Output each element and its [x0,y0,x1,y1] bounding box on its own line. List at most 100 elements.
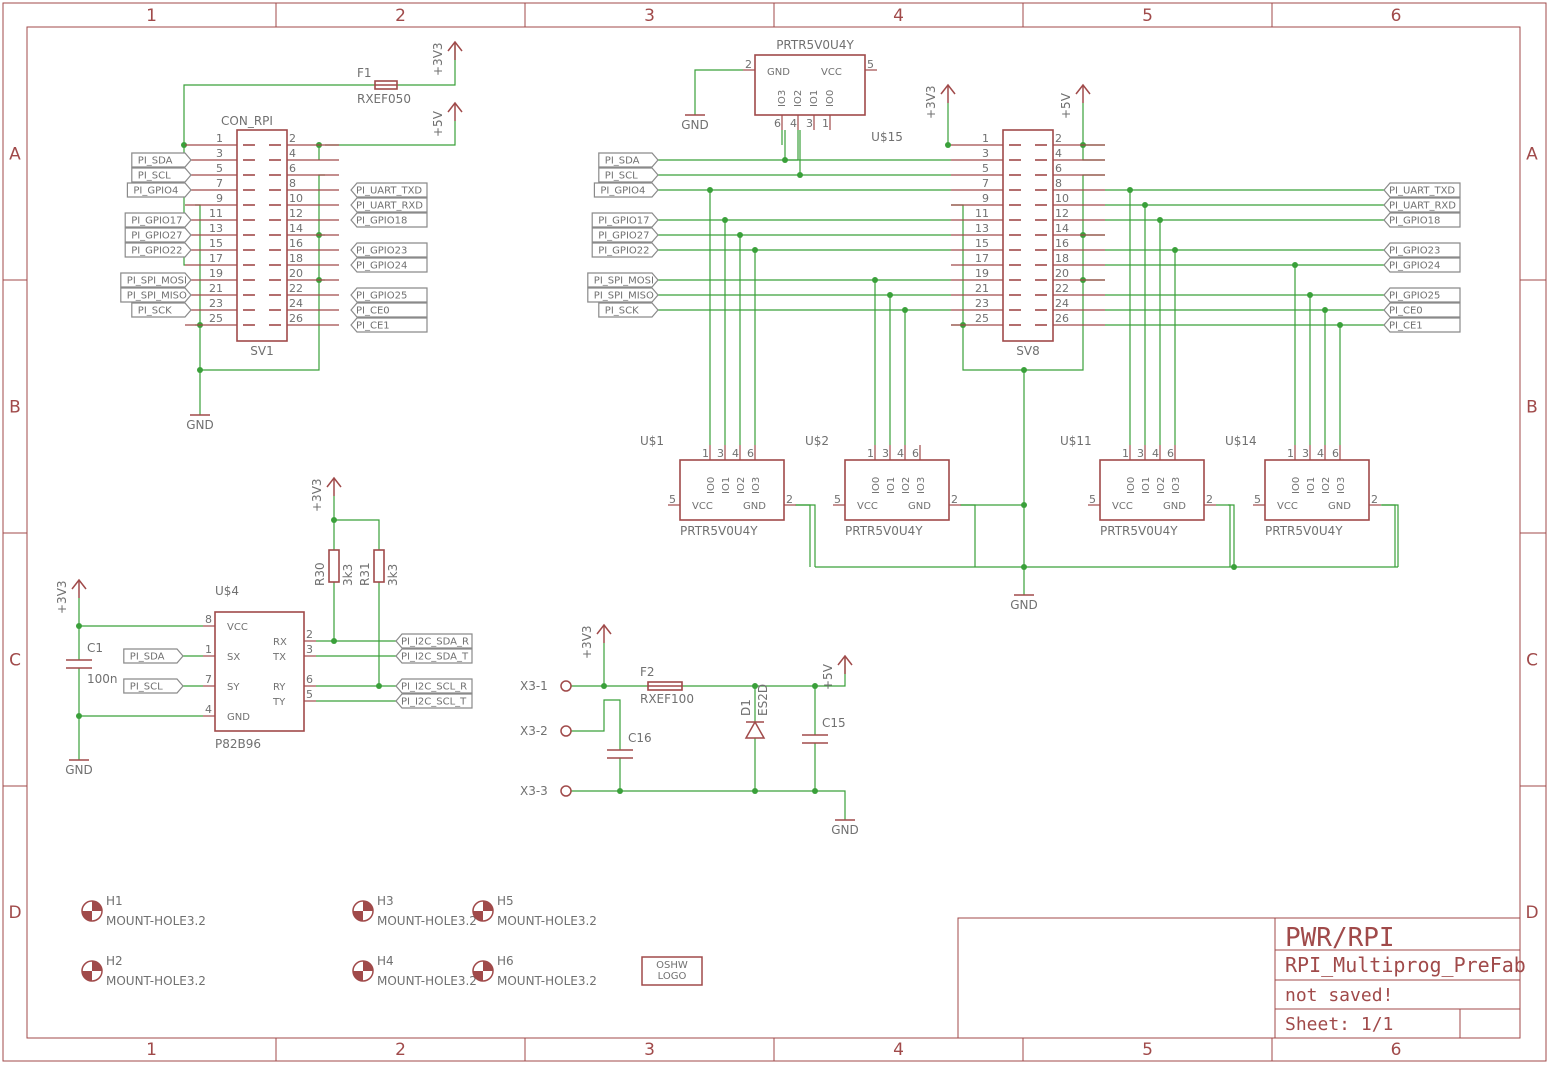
pin-number: 12 [1055,207,1069,220]
pin-number: 5 [982,162,989,175]
supply-name: +3V3 [310,478,324,512]
net-label-text: PI_GPIO18 [356,216,407,227]
part-value: MOUNT-HOLE3.2 [377,974,477,988]
pin-name: IO2 [793,90,804,107]
pin-name: IO2 [736,477,747,494]
pin-number: 13 [209,222,223,235]
junction-dot [1172,247,1178,253]
pin-number: 11 [209,207,223,220]
pin-number: 18 [1055,252,1069,265]
junction-dot [752,247,758,253]
pin-number: 2 [951,493,958,506]
wire [397,42,456,86]
wire [1082,103,1105,161]
pin-number: 8 [205,613,212,626]
oshw-logo-text: LOGO [658,971,687,982]
net-label [350,317,428,333]
wire [571,699,621,750]
net-label [350,257,428,273]
pin-number: 11 [975,207,989,220]
junction-dot [376,683,382,689]
part-ref: R31 [358,562,372,586]
i2c-buffer-body [214,611,305,732]
ground-name: GND [65,763,93,777]
tvs-array-body [844,459,950,521]
net-label-text: PI_GPIO4 [133,186,178,197]
net-label [124,212,192,228]
wire [1228,504,1235,567]
column-marker-bottom: 4 [893,1040,904,1060]
pin-number: 14 [1055,222,1069,235]
wire [183,84,375,145]
net-label [131,302,192,318]
part-value: ES2D [756,684,770,716]
part-ref: U$1 [640,434,664,448]
net-label-text: PI_GPIO23 [1389,246,1440,257]
net-label [395,633,473,649]
pin-number: 19 [209,267,223,280]
row-marker-left: C [9,651,21,671]
pin-name: IO1 [721,477,732,494]
terminal-name: X3-3 [520,784,548,798]
pin-name: TX [272,652,286,663]
net-label [350,197,428,213]
net-label-text: PI_GPIO27 [598,231,649,242]
wire [571,790,846,820]
part-value: 100n [87,672,118,686]
part-value: PRTR5V0U4Y [845,524,923,538]
junction-dot [1127,187,1133,193]
title-block-frame [957,917,1521,1039]
pin-number: 4 [790,117,797,130]
supply-name: +5V [821,663,835,690]
net-label [395,693,473,709]
pin-number: 17 [975,252,989,265]
net-label [350,212,428,228]
column-marker-bottom: 5 [1142,1040,1153,1060]
wire [961,504,976,567]
junction-dot [181,142,187,148]
mount-hole-quadrant [473,971,483,981]
tvs-array-body [754,54,866,116]
pin-number: 3 [982,147,989,160]
net-label-text: PI_GPIO22 [131,246,182,257]
net-label-text: PI_SCL [130,682,163,693]
pin-number: 7 [216,177,223,190]
pin-number: 18 [289,252,303,265]
net-label [591,212,659,228]
part-value: 3k3 [341,564,355,586]
pin-name: IO2 [1156,477,1167,494]
wire [78,598,203,627]
net-label-text: PI_SCK [605,306,639,317]
pin-number: 1 [205,643,212,656]
wire [694,69,743,115]
net-label-text: PI_I2C_SCL_T [401,697,467,708]
net-label [598,152,659,168]
supply-name: +5V [431,110,445,137]
pin-number: 26 [1055,312,1069,325]
net-label-text: PI_SPI_MISO [594,291,654,302]
pin-name: TY [272,697,286,708]
ground-name: GND [186,418,214,432]
net-label-text: PI_SCL [138,171,171,182]
pin-name: RX [273,637,287,648]
pin-name: RY [273,682,286,693]
net-label [350,287,428,303]
part-ref: R30 [313,562,327,586]
pin-number: 23 [975,297,989,310]
mount-hole-quadrant [82,911,92,921]
resistor-body [328,549,340,583]
net-label [591,242,659,258]
part-value: PRTR5V0U4Y [680,524,758,538]
part-value: P82B96 [215,737,261,751]
junction-dot [872,277,878,283]
pin-name: IO3 [916,477,927,494]
net-label [123,678,184,694]
pin-name: VCC [1277,501,1298,512]
pin-name: IO0 [1126,477,1137,494]
pin-number: 22 [289,282,303,295]
net-label-text: PI_CE1 [356,321,390,332]
junction-dot [812,788,818,794]
sheet-number: Sheet: 1/1 [1285,1014,1393,1035]
net-label-text: PI_SPI_MISO [127,291,187,302]
wire [1381,504,1396,567]
